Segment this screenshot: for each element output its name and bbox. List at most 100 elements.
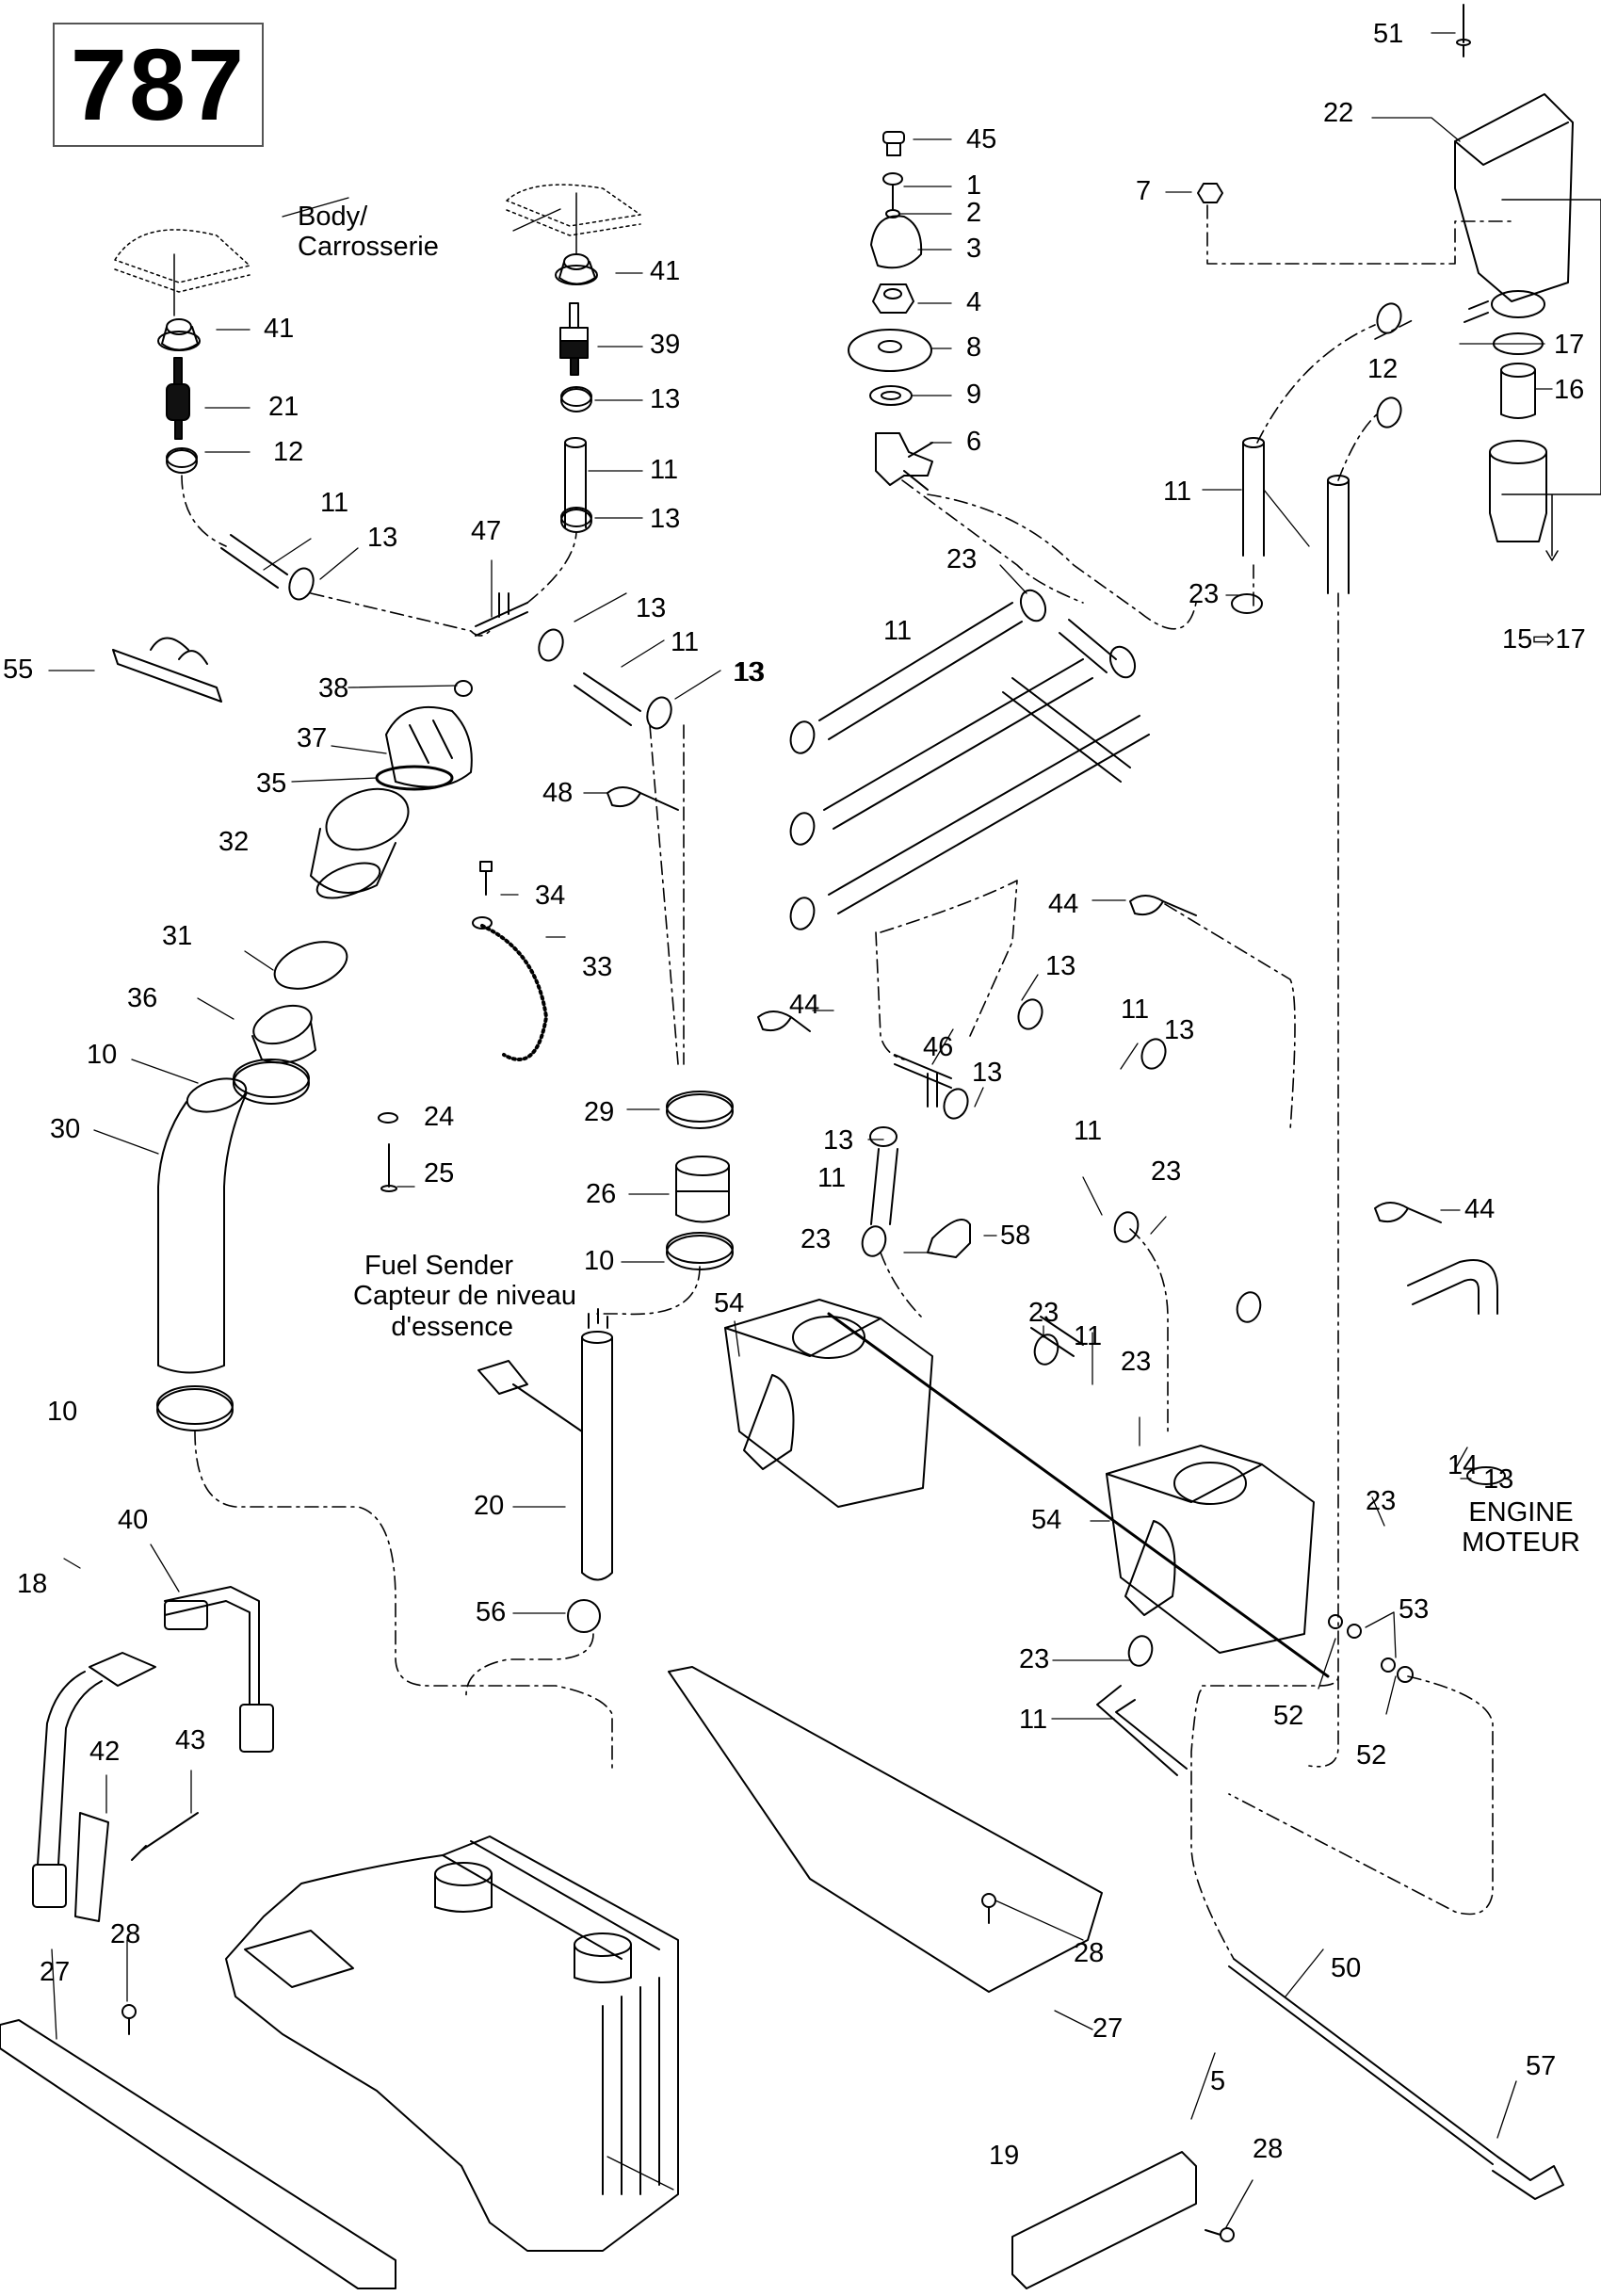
callout-28-c[interactable]: 28	[1253, 2134, 1284, 2164]
callout-56[interactable]: 56	[476, 1597, 507, 1627]
callout-23-c[interactable]: 23	[1151, 1156, 1182, 1187]
callout-11-c[interactable]: 11	[671, 627, 700, 657]
callout-16[interactable]: 16	[1554, 375, 1585, 405]
callout-13-e[interactable]: 13	[733, 657, 764, 687]
callout-12-right[interactable]: 12	[1367, 354, 1399, 384]
callout-13-b[interactable]: 13	[650, 504, 681, 534]
callout-13-c[interactable]: 13	[367, 523, 398, 553]
callout-53[interactable]: 53	[1399, 1594, 1430, 1625]
long-hoses-icon	[818, 602, 1150, 914]
callout-13-j[interactable]: 13	[823, 1125, 854, 1156]
callout-13-d[interactable]: 13	[636, 593, 667, 623]
callout-52-b[interactable]: 52	[1356, 1740, 1387, 1771]
callout-18[interactable]: 18	[17, 1569, 48, 1599]
callout-45[interactable]: 45	[966, 124, 997, 154]
callout-13-a[interactable]: 13	[650, 384, 681, 414]
callout-19[interactable]: 19	[989, 2141, 1020, 2171]
callout-8[interactable]: 8	[966, 332, 982, 363]
callout-13-g[interactable]: 13	[1045, 951, 1076, 981]
callout-22[interactable]: 22	[1323, 98, 1354, 128]
callout-46[interactable]: 46	[923, 1032, 954, 1062]
callout-33[interactable]: 33	[582, 952, 613, 982]
callout-37[interactable]: 37	[297, 723, 328, 753]
callout-41-right[interactable]: 41	[650, 256, 681, 286]
callout-20[interactable]: 20	[474, 1491, 505, 1521]
callout-11-d[interactable]: 11	[1163, 477, 1192, 507]
callout-29[interactable]: 29	[584, 1097, 615, 1127]
assembly-range-label: 15⇨17	[1502, 624, 1586, 655]
callout-23-a[interactable]: 23	[946, 544, 978, 574]
callout-23-b[interactable]: 23	[1189, 579, 1220, 609]
callout-7[interactable]: 7	[1136, 176, 1152, 206]
callout-11-i[interactable]: 11	[1074, 1321, 1103, 1351]
callout-9[interactable]: 9	[966, 380, 982, 410]
callout-43[interactable]: 43	[175, 1725, 206, 1755]
callout-23-h[interactable]: 23	[1019, 1644, 1050, 1674]
callout-52-a[interactable]: 52	[1273, 1701, 1304, 1731]
callout-11-e[interactable]: 11	[883, 616, 913, 646]
check-valve-21-icon	[166, 357, 190, 440]
plate-8-icon	[848, 329, 932, 372]
callout-21[interactable]: 21	[268, 392, 299, 422]
body-panel-right	[506, 184, 641, 236]
callout-3[interactable]: 3	[966, 234, 982, 264]
callout-32[interactable]: 32	[218, 827, 250, 857]
callout-4[interactable]: 4	[966, 287, 982, 317]
callout-48[interactable]: 48	[542, 778, 574, 808]
callout-54-a[interactable]: 54	[714, 1288, 745, 1318]
callout-31[interactable]: 31	[162, 921, 193, 951]
callout-55[interactable]: 55	[3, 655, 34, 685]
callout-23-f[interactable]: 23	[1121, 1347, 1152, 1377]
callout-44-b[interactable]: 44	[789, 990, 820, 1020]
callout-11-f[interactable]: 11	[1121, 994, 1150, 1025]
callout-10-a[interactable]: 10	[87, 1040, 118, 1070]
callout-10-b[interactable]: 10	[584, 1246, 615, 1276]
callout-11-h[interactable]: 11	[1074, 1116, 1103, 1146]
callout-35[interactable]: 35	[256, 768, 287, 799]
callout-47[interactable]: 47	[471, 516, 502, 546]
callout-11-g[interactable]: 11	[817, 1163, 847, 1193]
callout-1[interactable]: 1	[966, 170, 982, 201]
callout-2[interactable]: 2	[966, 198, 982, 228]
callout-38[interactable]: 38	[318, 673, 349, 703]
callout-11-a[interactable]: 11	[650, 455, 679, 485]
callout-34[interactable]: 34	[535, 881, 566, 911]
callout-11-j[interactable]: 11	[1019, 1705, 1048, 1735]
callout-14[interactable]: 14	[1447, 1450, 1479, 1480]
callout-11-b[interactable]: 11	[320, 488, 349, 518]
callout-42[interactable]: 42	[89, 1737, 121, 1767]
callout-30[interactable]: 30	[50, 1114, 81, 1144]
callout-51[interactable]: 51	[1373, 19, 1404, 49]
callout-50[interactable]: 50	[1331, 1953, 1362, 1983]
nuts-washers-icon	[1328, 1614, 1414, 1683]
callout-13-i[interactable]: 13	[972, 1058, 1003, 1088]
support-27-right-icon	[668, 1666, 1103, 1993]
callout-41-left[interactable]: 41	[264, 314, 295, 344]
callout-12-left[interactable]: 12	[273, 437, 304, 467]
callout-23-d[interactable]: 23	[800, 1224, 832, 1254]
callout-44-a[interactable]: 44	[1048, 889, 1079, 919]
callout-28-a[interactable]: 28	[110, 1919, 141, 1949]
callout-36[interactable]: 36	[127, 983, 158, 1013]
callout-57[interactable]: 57	[1526, 2051, 1557, 2081]
callout-39[interactable]: 39	[650, 330, 681, 360]
callout-10-c[interactable]: 10	[47, 1397, 78, 1427]
callout-13-k[interactable]: 13	[1483, 1464, 1514, 1495]
callout-23-e[interactable]: 23	[1028, 1298, 1059, 1328]
callout-44-c[interactable]: 44	[1464, 1194, 1496, 1224]
callout-23-g[interactable]: 23	[1366, 1486, 1397, 1516]
callout-17[interactable]: 17	[1554, 330, 1585, 360]
callout-40[interactable]: 40	[118, 1505, 149, 1535]
callout-24[interactable]: 24	[424, 1102, 455, 1132]
callout-27-b[interactable]: 27	[1092, 2013, 1124, 2044]
callout-13-h[interactable]: 13	[1164, 1015, 1195, 1045]
callout-5[interactable]: 5	[1210, 2066, 1226, 2096]
callout-58[interactable]: 58	[1000, 1221, 1031, 1251]
callout-27-a[interactable]: 27	[40, 1957, 71, 1987]
callout-54-b[interactable]: 54	[1031, 1505, 1062, 1535]
callout-28-b[interactable]: 28	[1074, 1938, 1105, 1968]
callout-26[interactable]: 26	[586, 1179, 617, 1209]
callout-25[interactable]: 25	[424, 1158, 455, 1188]
connector-icon	[477, 1360, 583, 1432]
callout-6[interactable]: 6	[966, 427, 982, 457]
